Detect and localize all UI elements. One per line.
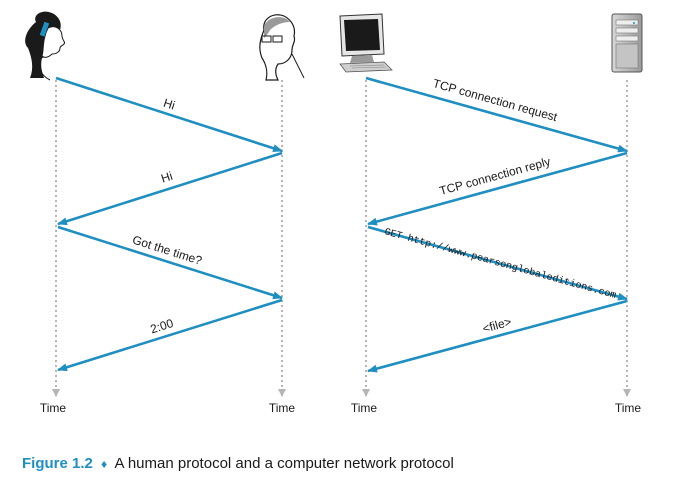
message-arrow [57,225,283,300]
figure-number: Figure 1.2 [22,455,93,472]
message-arrow [367,225,628,301]
message-arrow [367,151,628,226]
separator-glyph: ♦ [101,457,108,471]
message-arrow [55,76,283,153]
time-label: Time [269,401,296,415]
message-arrow [57,298,283,372]
woman-head-icon [25,11,66,81]
time-label: Time [615,401,642,415]
man-head-icon [259,14,305,81]
time-label: Time [351,401,378,415]
server-icon [611,13,643,73]
figure-caption: Figure 1.2 ♦ A human protocol and a comp… [22,455,454,472]
message-arrow [57,151,283,226]
message-label: Hi [159,169,174,186]
message-label: GET http://www.pearsonglobaleditions.com [383,226,618,302]
message-label: TCP connection request [431,76,559,124]
computer-icon [339,13,393,73]
time-label: Time [40,401,67,415]
message-arrow [367,299,628,373]
caption-text: A human protocol and a computer network … [114,455,454,472]
message-label: 2:00 [149,316,176,336]
message-label: TCP connection reply [438,154,552,198]
protocol-diagram: Hi Hi Got the time? 2:00 TCP connection … [25,11,643,415]
message-arrow [365,76,628,153]
message-label: Hi [162,96,177,113]
